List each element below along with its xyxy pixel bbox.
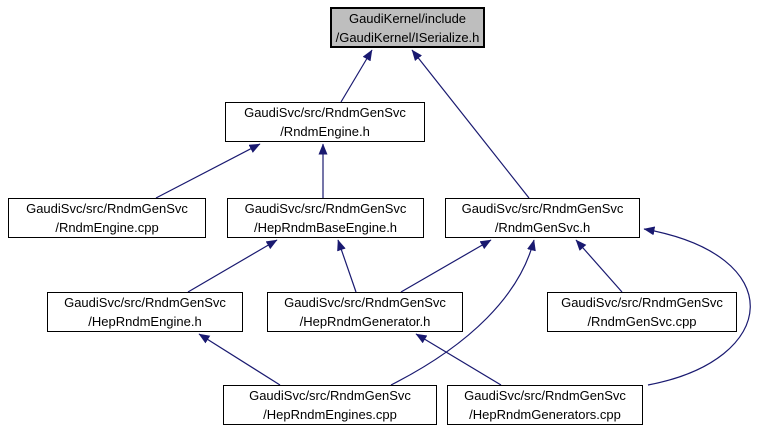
edge-heprndmgenerators-cpp-to-heprndmgenerator-h <box>415 333 502 386</box>
node-label-line1: GaudiSvc/src/RndmGenSvc <box>26 201 188 216</box>
node-label-line2: /RndmGenSvc.cpp <box>587 314 697 329</box>
node-label-line1: GaudiSvc/src/RndmGenSvc <box>284 295 446 310</box>
node-label-line1: GaudiSvc/src/RndmGenSvc <box>244 201 407 216</box>
edge-heprndmengine-h-to-heprndmbaseengine-h <box>187 239 278 293</box>
node-label-line2: /HepRndmEngine.h <box>88 314 202 329</box>
node-heprndmgenerators-cpp[interactable]: GaudiSvc/src/RndmGenSvc /HepRndmGenerato… <box>447 385 643 425</box>
node-heprndmbaseengine-h[interactable]: GaudiSvc/src/RndmGenSvc /HepRndmBaseEngi… <box>227 198 424 238</box>
node-rndmengine-h[interactable]: GaudiSvc/src/RndmGenSvc /RndmEngine.h <box>225 102 425 142</box>
node-label-line1: GaudiSvc/src/RndmGenSvc <box>561 295 723 310</box>
node-label-line2: /RndmEngine.h <box>280 124 370 139</box>
node-label-line2: /GaudiKernel/ISerialize.h <box>335 29 480 45</box>
node-heprndmengine-h[interactable]: GaudiSvc/src/RndmGenSvc /HepRndmEngine.h <box>47 292 243 332</box>
node-rndmengine-cpp[interactable]: GaudiSvc/src/RndmGenSvc /RndmEngine.cpp <box>8 198 206 238</box>
node-label-line2: /HepRndmGenerator.h <box>299 314 431 329</box>
node-iserialize-h: GaudiKernel/include /GaudiKernel/ISerial… <box>330 7 485 48</box>
node-label-line1: GaudiSvc/src/RndmGenSvc <box>461 201 624 216</box>
edge-heprndmgenerators-cpp-to-rndmgensvc-h <box>643 226 751 386</box>
node-label-line1: GaudiSvc/src/RndmGenSvc <box>249 388 411 403</box>
node-label-line1: GaudiSvc/src/RndmGenSvc <box>464 388 626 403</box>
edge-heprndmengines-cpp-to-rndmgensvc-h <box>390 239 536 386</box>
edge-rndmengine-cpp-to-rndmengine-h <box>155 143 261 199</box>
node-label-line2: /HepRndmGenerators.cpp <box>469 407 621 422</box>
node-label-line2: /HepRndmEngines.cpp <box>263 407 397 422</box>
edge-heprndmengines-cpp-to-heprndmengine-h <box>198 333 281 386</box>
node-heprndmengines-cpp[interactable]: GaudiSvc/src/RndmGenSvc /HepRndmEngines.… <box>223 385 437 425</box>
node-label-line1: GaudiSvc/src/RndmGenSvc <box>244 105 406 120</box>
edge-rndmgensvc-cpp-to-rndmgensvc-h <box>575 239 623 293</box>
edge-rndmengine-h-to-iserialize-h <box>340 49 373 103</box>
node-rndmgensvc-h[interactable]: GaudiSvc/src/RndmGenSvc /RndmGenSvc.h <box>445 198 640 238</box>
node-label-line2: /RndmGenSvc.h <box>494 220 591 235</box>
node-label-line1: GaudiSvc/src/RndmGenSvc <box>64 295 226 310</box>
edge-heprndmgenerator-h-to-rndmgensvc-h <box>400 239 492 293</box>
edge-heprndmgenerator-h-to-heprndmbaseengine-h <box>337 239 357 293</box>
node-heprndmgenerator-h[interactable]: GaudiSvc/src/RndmGenSvc /HepRndmGenerato… <box>267 292 463 332</box>
node-rndmgensvc-cpp[interactable]: GaudiSvc/src/RndmGenSvc /RndmGenSvc.cpp <box>547 292 737 332</box>
node-label-line1: GaudiKernel/include <box>348 10 467 26</box>
node-label-line2: /RndmEngine.cpp <box>55 220 159 235</box>
node-label-line2: /HepRndmBaseEngine.h <box>253 220 398 235</box>
edge-rndmgensvc-h-to-iserialize-h <box>411 49 530 199</box>
